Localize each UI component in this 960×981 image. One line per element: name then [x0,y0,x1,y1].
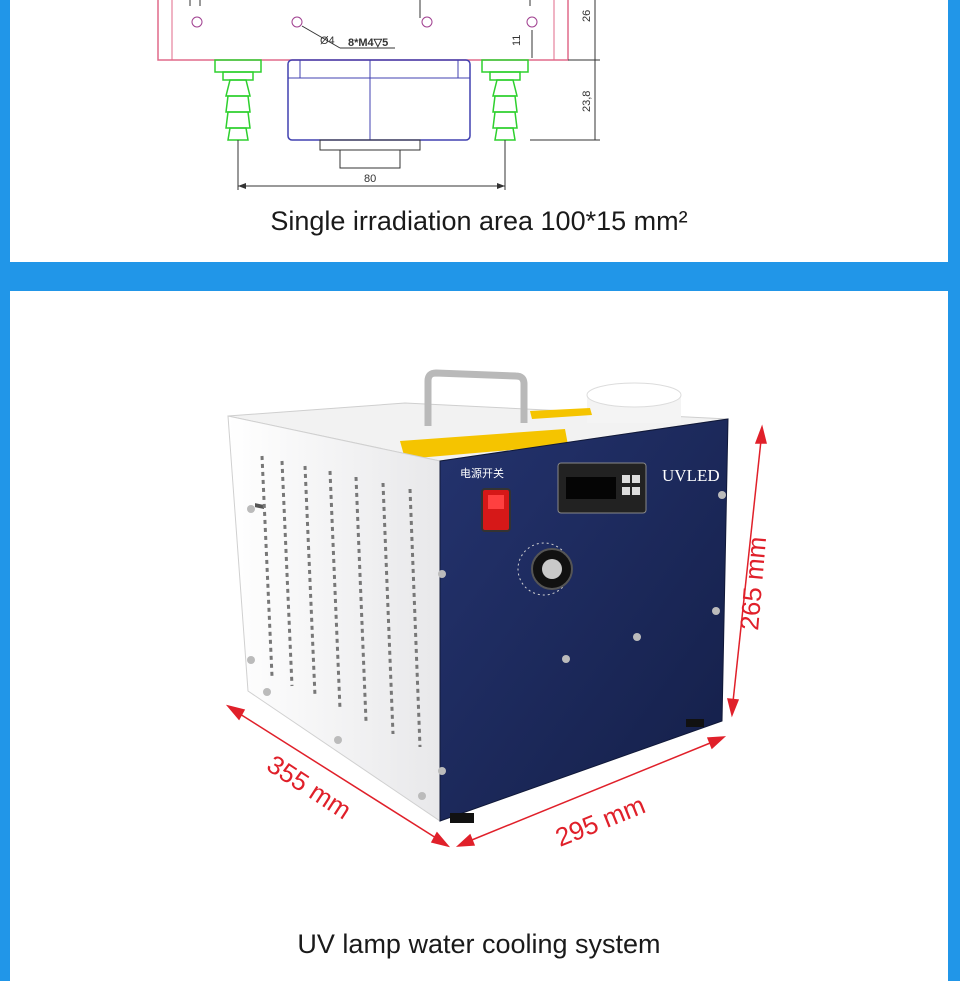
screw [247,505,255,513]
cooling-unit-image: 电源开关 UVLED [225,369,772,853]
carry-handle [424,369,528,426]
dim-11-label: 11 [511,35,523,46]
unit-front-panel [439,418,729,822]
lamp-body-outline [157,0,569,61]
screw [247,656,255,664]
screw [418,792,426,800]
screw [712,607,720,615]
mounting-hole [191,16,203,28]
dim-80-label: 80 [364,173,376,185]
height-dimension-label: 265 mm [734,535,772,631]
power-switch-label: 电源开关 [460,466,504,480]
vent-grid [260,455,422,748]
bottom-caption: UV lamp water cooling system [297,929,661,959]
water-fitting-left [214,59,262,141]
width-dimension-arrow [455,736,727,847]
screw [334,736,342,744]
width-dimension-label: 295 mm [551,790,649,853]
mounting-hole [421,16,433,28]
lamp-technical-drawing: Ø4 8*M4▽5 11 26 23,8 [157,0,600,190]
brand-label: UVLED [662,466,720,485]
hole-diameter-label: Ø4 [320,35,335,47]
lamp-window [319,139,421,151]
water-tank-cap [586,382,682,408]
screw [718,491,726,499]
top-panel: Ø4 8*M4▽5 11 26 23,8 [10,0,948,262]
screw [562,655,570,663]
water-fitting-right [481,59,529,141]
lamp-inner-outline [171,0,555,61]
top-caption: Single irradiation area 100*15 mm² [270,206,688,236]
unit-foot [450,813,474,823]
unit-side-panel [227,415,441,822]
depth-dimension-arrow [225,704,451,848]
mounting-hole [291,16,303,28]
mounting-hole [526,16,538,28]
warning-label [400,429,568,459]
lamp-housing [287,59,471,141]
hole-note-label: 8*M4▽5 [348,37,388,49]
height-dimension-arrow [727,424,767,718]
side-vents [255,503,264,509]
depth-dimension-label: 355 mm [262,749,357,825]
screw [633,633,641,641]
screw [263,688,271,696]
dim-23-8-label: 23,8 [581,91,593,112]
dim-26-label: 26 [581,10,593,22]
screw [438,570,446,578]
bottom-panel: 电源开关 UVLED [10,291,948,981]
screw [438,767,446,775]
